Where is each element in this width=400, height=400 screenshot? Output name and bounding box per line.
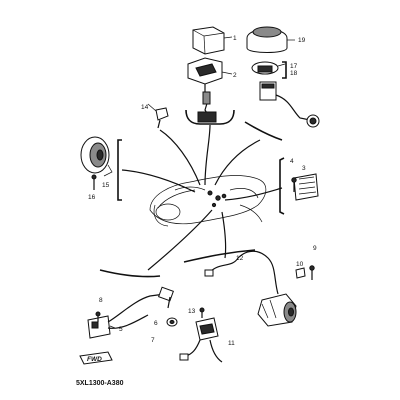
callout-9: 9 bbox=[313, 245, 317, 252]
cdi-unit-part bbox=[192, 26, 233, 55]
callout-15: 15 bbox=[102, 182, 110, 189]
callout-5: 5 bbox=[119, 326, 123, 333]
group-bracket-right bbox=[279, 157, 285, 215]
starter-bolt-part bbox=[309, 265, 315, 280]
callout-6: 6 bbox=[154, 320, 158, 327]
rectifier-bolt-part bbox=[291, 177, 297, 192]
callout-10: 10 bbox=[296, 261, 304, 268]
callout-11: 11 bbox=[228, 340, 235, 347]
bracket-part-10 bbox=[295, 267, 306, 279]
callout-7: 7 bbox=[151, 337, 155, 344]
bolt-part-13 bbox=[199, 307, 205, 318]
coil-bolt-part bbox=[95, 311, 101, 322]
starter-motor-part bbox=[257, 293, 297, 327]
starter-relay-part bbox=[179, 317, 223, 363]
callout-2: 2 bbox=[233, 72, 237, 79]
callout-14: 14 bbox=[141, 104, 149, 111]
group-bracket-top bbox=[185, 109, 235, 125]
leader-lines bbox=[121, 124, 283, 271]
callout-12: 12 bbox=[236, 255, 244, 262]
scooter-frame bbox=[149, 175, 267, 227]
horn-bolt-part bbox=[91, 174, 97, 190]
callout-bracket-17-18 bbox=[282, 61, 287, 79]
wire-harness-connector bbox=[197, 84, 217, 123]
group-bracket-bottom-left bbox=[99, 269, 161, 278]
horn-part bbox=[80, 136, 113, 177]
callout-3: 3 bbox=[302, 165, 306, 172]
callout-18: 18 bbox=[290, 70, 298, 77]
callout-17: 17 bbox=[290, 63, 298, 70]
group-bracket-left bbox=[117, 139, 122, 201]
diagram-code: 5XL1300-A380 bbox=[76, 380, 124, 387]
bracket-part bbox=[187, 57, 233, 85]
callout-19: 19 bbox=[298, 37, 306, 44]
callout-16: 16 bbox=[88, 194, 96, 201]
callout-labels: 1 2 3 4 5 6 7 8 9 10 11 12 13 14 15 16 1… bbox=[88, 35, 317, 347]
group-bracket-top-right bbox=[244, 121, 283, 141]
callout-1: 1 bbox=[233, 35, 237, 42]
sensor-part bbox=[147, 103, 169, 129]
fuse-holder-part bbox=[251, 61, 286, 75]
fwd-logo: FWD bbox=[79, 351, 113, 365]
relay-part bbox=[259, 81, 320, 128]
rectifier-part bbox=[293, 173, 319, 201]
spark-plug-cap-part bbox=[158, 286, 174, 309]
spark-plug-part bbox=[166, 317, 178, 327]
callout-13: 13 bbox=[188, 308, 196, 315]
callout-8: 8 bbox=[99, 297, 103, 304]
ignition-coil-part bbox=[87, 293, 166, 339]
group-bracket-bottom-right bbox=[183, 249, 256, 263]
wire-lead-part bbox=[204, 250, 279, 295]
callout-4: 4 bbox=[290, 158, 294, 165]
fuse-cover-part bbox=[246, 26, 295, 53]
fwd-logo-text: FWD bbox=[87, 356, 102, 363]
